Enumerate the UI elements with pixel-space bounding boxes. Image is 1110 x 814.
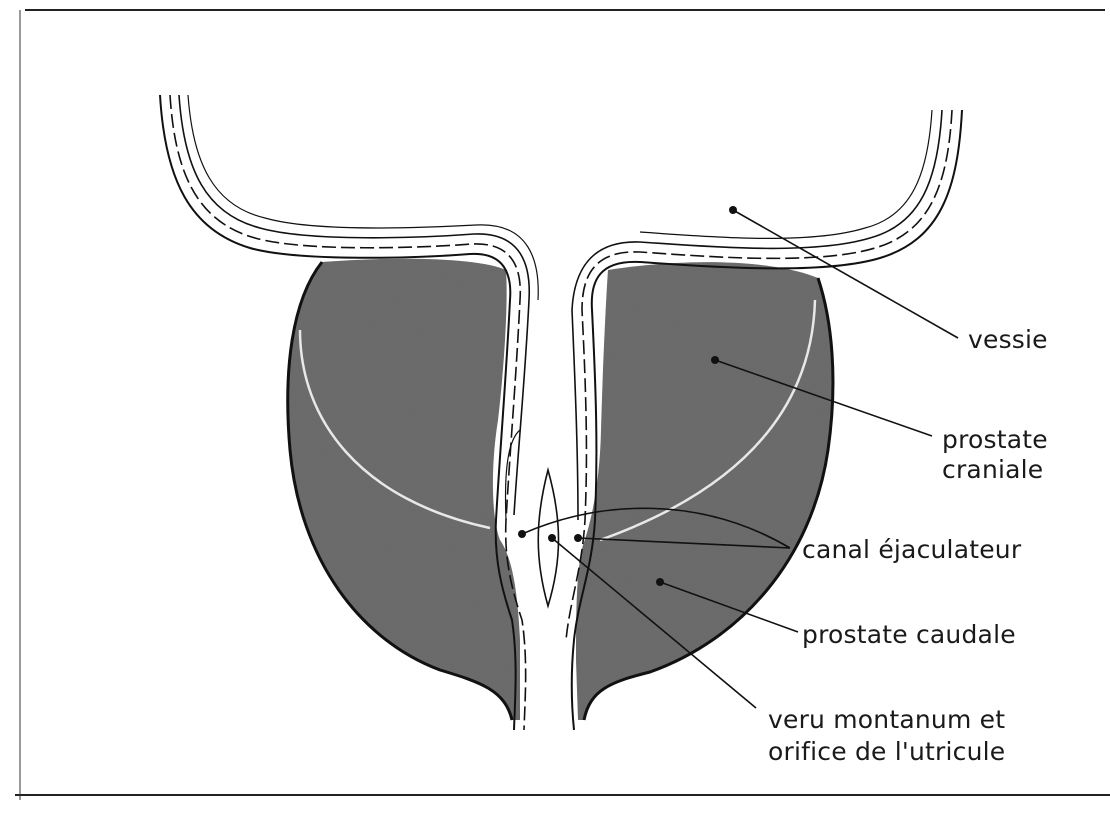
label-vessie: vessie xyxy=(968,325,1048,355)
label-veru-montanum-line1: veru montanum et xyxy=(768,705,1005,735)
label-prostate-caudale: prostate caudale xyxy=(802,620,1016,650)
prostate-right-lobe xyxy=(570,250,850,730)
point-veru-montanum xyxy=(548,534,556,542)
point-canal-right xyxy=(574,534,582,542)
point-prostate-caudale xyxy=(656,578,664,586)
point-prostate-craniale xyxy=(711,356,719,364)
point-canal-left xyxy=(518,530,526,538)
point-vessie xyxy=(729,206,737,214)
label-canal-ejaculateur: canal éjaculateur xyxy=(802,535,1021,565)
label-prostate-craniale-line1: prostate xyxy=(942,425,1048,455)
label-prostate-craniale-line2: craniale xyxy=(942,455,1043,485)
label-veru-montanum-line2: orifice de l'utricule xyxy=(768,737,1005,767)
prostate-left-lobe xyxy=(280,250,540,730)
